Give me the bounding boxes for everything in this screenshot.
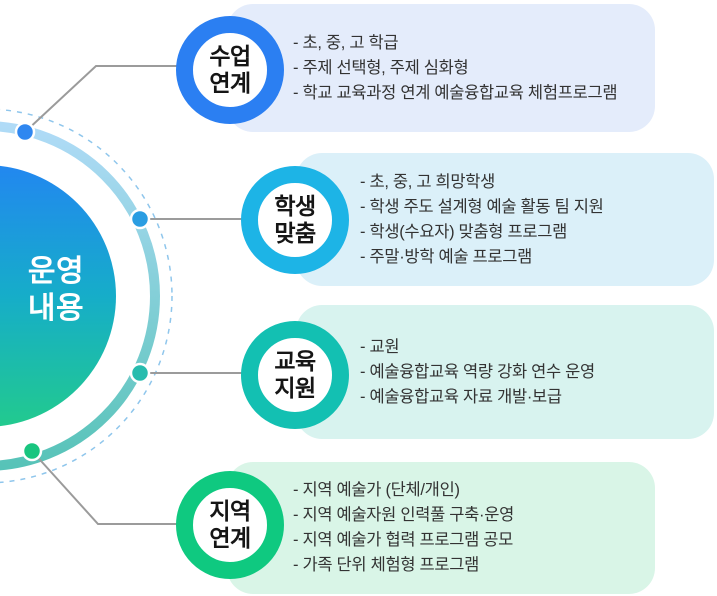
badge-student-fit: 학생 맞춤 [241,166,349,274]
bullet-list-edu-support: - 교원 - 예술융합교육 역량 강화 연수 운영 - 예술융합교육 자료 개발·보… [360,335,714,410]
badge-class-link: 수업 연계 [176,16,284,124]
badge-label-edu-support: 교육 지원 [274,348,316,402]
bullet-item: - 지역 예술가 협력 프로그램 공모 [293,531,514,549]
bullet-item: - 예술융합교육 역량 강화 연수 운영 [360,362,595,381]
bullet-item: - 주말·방학 예술 프로그램 [360,247,533,266]
bullet-item: - 지역 예술가 (단체/개인) [293,481,460,499]
box-edu-support: - 교원 - 예술융합교육 역량 강화 연수 운영 - 예술융합교육 자료 개발·보… [296,305,714,439]
bullet-item: - 지역 예술자원 인력풀 구축·운영 [293,506,514,524]
connector-dot-student-fit [129,208,151,230]
bullet-list-class-link: - 초, 중, 고 학급 - 주제 선택형, 주제 심화형 - 학교 교육과정 연계… [293,31,655,106]
bullet-item: - 초, 중, 고 희망학생 [360,172,496,191]
bullet-item: - 주제 선택형, 주제 심화형 [293,58,469,77]
badge-line1: 수업 [209,43,251,69]
hub-title: 운영 내용 [6,253,106,327]
connector-dot-local-link [21,440,43,462]
badge-line1: 학생 [274,193,316,219]
badge-line2: 맞춤 [274,220,316,246]
box-student-fit: - 초, 중, 고 희망학생 - 학생 주도 설계형 예술 활동 팀 지원 - 학생… [296,153,714,286]
hub-circle [0,165,116,427]
badge-edu-support: 교육 지원 [241,321,349,429]
badge-line2: 지원 [274,375,316,401]
box-local-link: - 지역 예술가 (단체/개인) - 지역 예술자원 인력풀 구축·운영 - 지역 … [227,462,655,594]
badge-line2: 연계 [209,70,251,96]
bullet-item: - 예술융합교육 자료 개발·보급 [360,387,562,406]
badge-label-student-fit: 학생 맞춤 [274,193,316,247]
hub-title-line2: 내용 [27,292,85,325]
connector-dot-edu-support [129,362,151,384]
box-class-link: - 초, 중, 고 학급 - 주제 선택형, 주제 심화형 - 학교 교육과정 연계… [227,4,655,132]
hub-title-line1: 운영 [27,255,85,288]
bullet-item: - 교원 [360,337,400,356]
bullet-item: - 학생(수요자) 맞춤형 프로그램 [360,222,567,241]
gradient-orbit-ring [0,121,160,471]
bullet-list-local-link: - 지역 예술가 (단체/개인) - 지역 예술자원 인력풀 구축·운영 - 지역 … [293,478,655,578]
badge-line1: 교육 [274,348,316,374]
bullet-item: - 초, 중, 고 학급 [293,33,399,52]
badge-line2: 연계 [209,525,251,551]
bullet-list-student-fit: - 초, 중, 고 희망학생 - 학생 주도 설계형 예술 활동 팀 지원 - 학생… [360,170,714,270]
dashed-orbit-ring [0,108,173,484]
bullet-item: - 학생 주도 설계형 예술 활동 팀 지원 [360,197,604,216]
connector-dot-class-link [14,121,36,143]
badge-label-local-link: 지역 연계 [209,498,251,552]
bullet-item: - 학교 교육과정 연계 예술융합교육 체험프로그램 [293,83,618,102]
badge-line1: 지역 [209,498,251,524]
badge-label-class-link: 수업 연계 [209,43,251,97]
bullet-item: - 가족 단위 체험형 프로그램 [293,556,480,574]
badge-local-link: 지역 연계 [176,471,284,579]
